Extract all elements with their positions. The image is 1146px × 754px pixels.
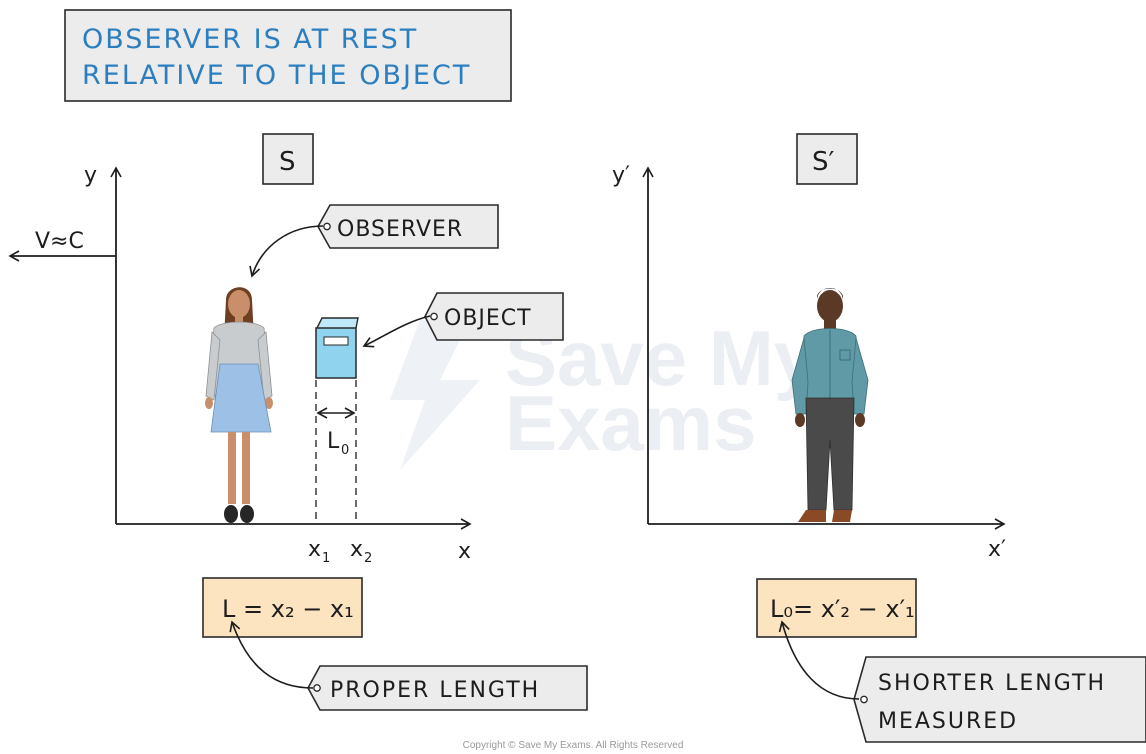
- proper-length-tag: PROPER LENGTH: [229, 620, 588, 711]
- observer-tag-label: OBSERVER: [337, 217, 463, 242]
- title-line1: OBSERVER IS AT REST: [82, 24, 418, 55]
- s-prime-y-axis-label: y′: [612, 163, 630, 188]
- watermark-line2: Exams: [505, 379, 757, 467]
- x2-label-sub: 2: [364, 551, 372, 566]
- frame-s: S y x V≈C OBSERVER: [8, 133, 588, 711]
- frame-s-label-box: [262, 133, 314, 185]
- object-tag-label: OBJECT: [444, 306, 532, 331]
- frame-s-label: S: [279, 147, 296, 177]
- frame-s-prime-label: S′: [812, 147, 835, 177]
- man-figure: [791, 288, 869, 522]
- copyright-notice: Copyright © Save My Exams. All Rights Re…: [463, 740, 684, 751]
- title-line2: RELATIVE TO THE OBJECT: [82, 60, 471, 91]
- watermark: Save My Exams: [390, 314, 817, 470]
- title-box: OBSERVER IS AT REST RELATIVE TO THE OBJE…: [64, 9, 512, 102]
- s-x-axis-label: x: [458, 539, 471, 564]
- x2-label: x: [350, 537, 363, 562]
- s-prime-x-axis-label: x′: [988, 537, 1006, 562]
- proper-length-formula: L = x₂ − x₁: [222, 595, 354, 623]
- proper-length-marker: L 0: [315, 380, 357, 524]
- proper-length-tag-label: PROPER LENGTH: [330, 678, 540, 703]
- object-tag: OBJECT: [362, 292, 564, 348]
- watermark-logo-icon: [390, 320, 480, 470]
- woman-observer-figure: [205, 287, 273, 523]
- x1-label-sub: 1: [322, 551, 330, 566]
- contracted-length-formula: L₀= x′₂ − x′₁: [770, 595, 915, 623]
- observer-tag: OBSERVER: [249, 204, 499, 278]
- s-y-axis-label: y: [84, 163, 97, 188]
- shorter-length-tag: SHORTER LENGTH MEASURED: [778, 620, 1146, 743]
- velocity-label: V≈C: [35, 229, 84, 254]
- shorter-length-tag-line1: SHORTER LENGTH: [878, 671, 1106, 696]
- frame-s-prime-label-box: [796, 133, 858, 185]
- length-label-sub: 0: [341, 443, 349, 458]
- object-figure: [315, 317, 359, 379]
- length-label: L: [327, 429, 340, 454]
- frame-s-prime: S′ y′ x′ L₀= x′₂ − x′₁ SHORT: [612, 133, 1146, 743]
- x1-label: x: [308, 537, 321, 562]
- shorter-length-tag-line2: MEASURED: [878, 709, 1018, 734]
